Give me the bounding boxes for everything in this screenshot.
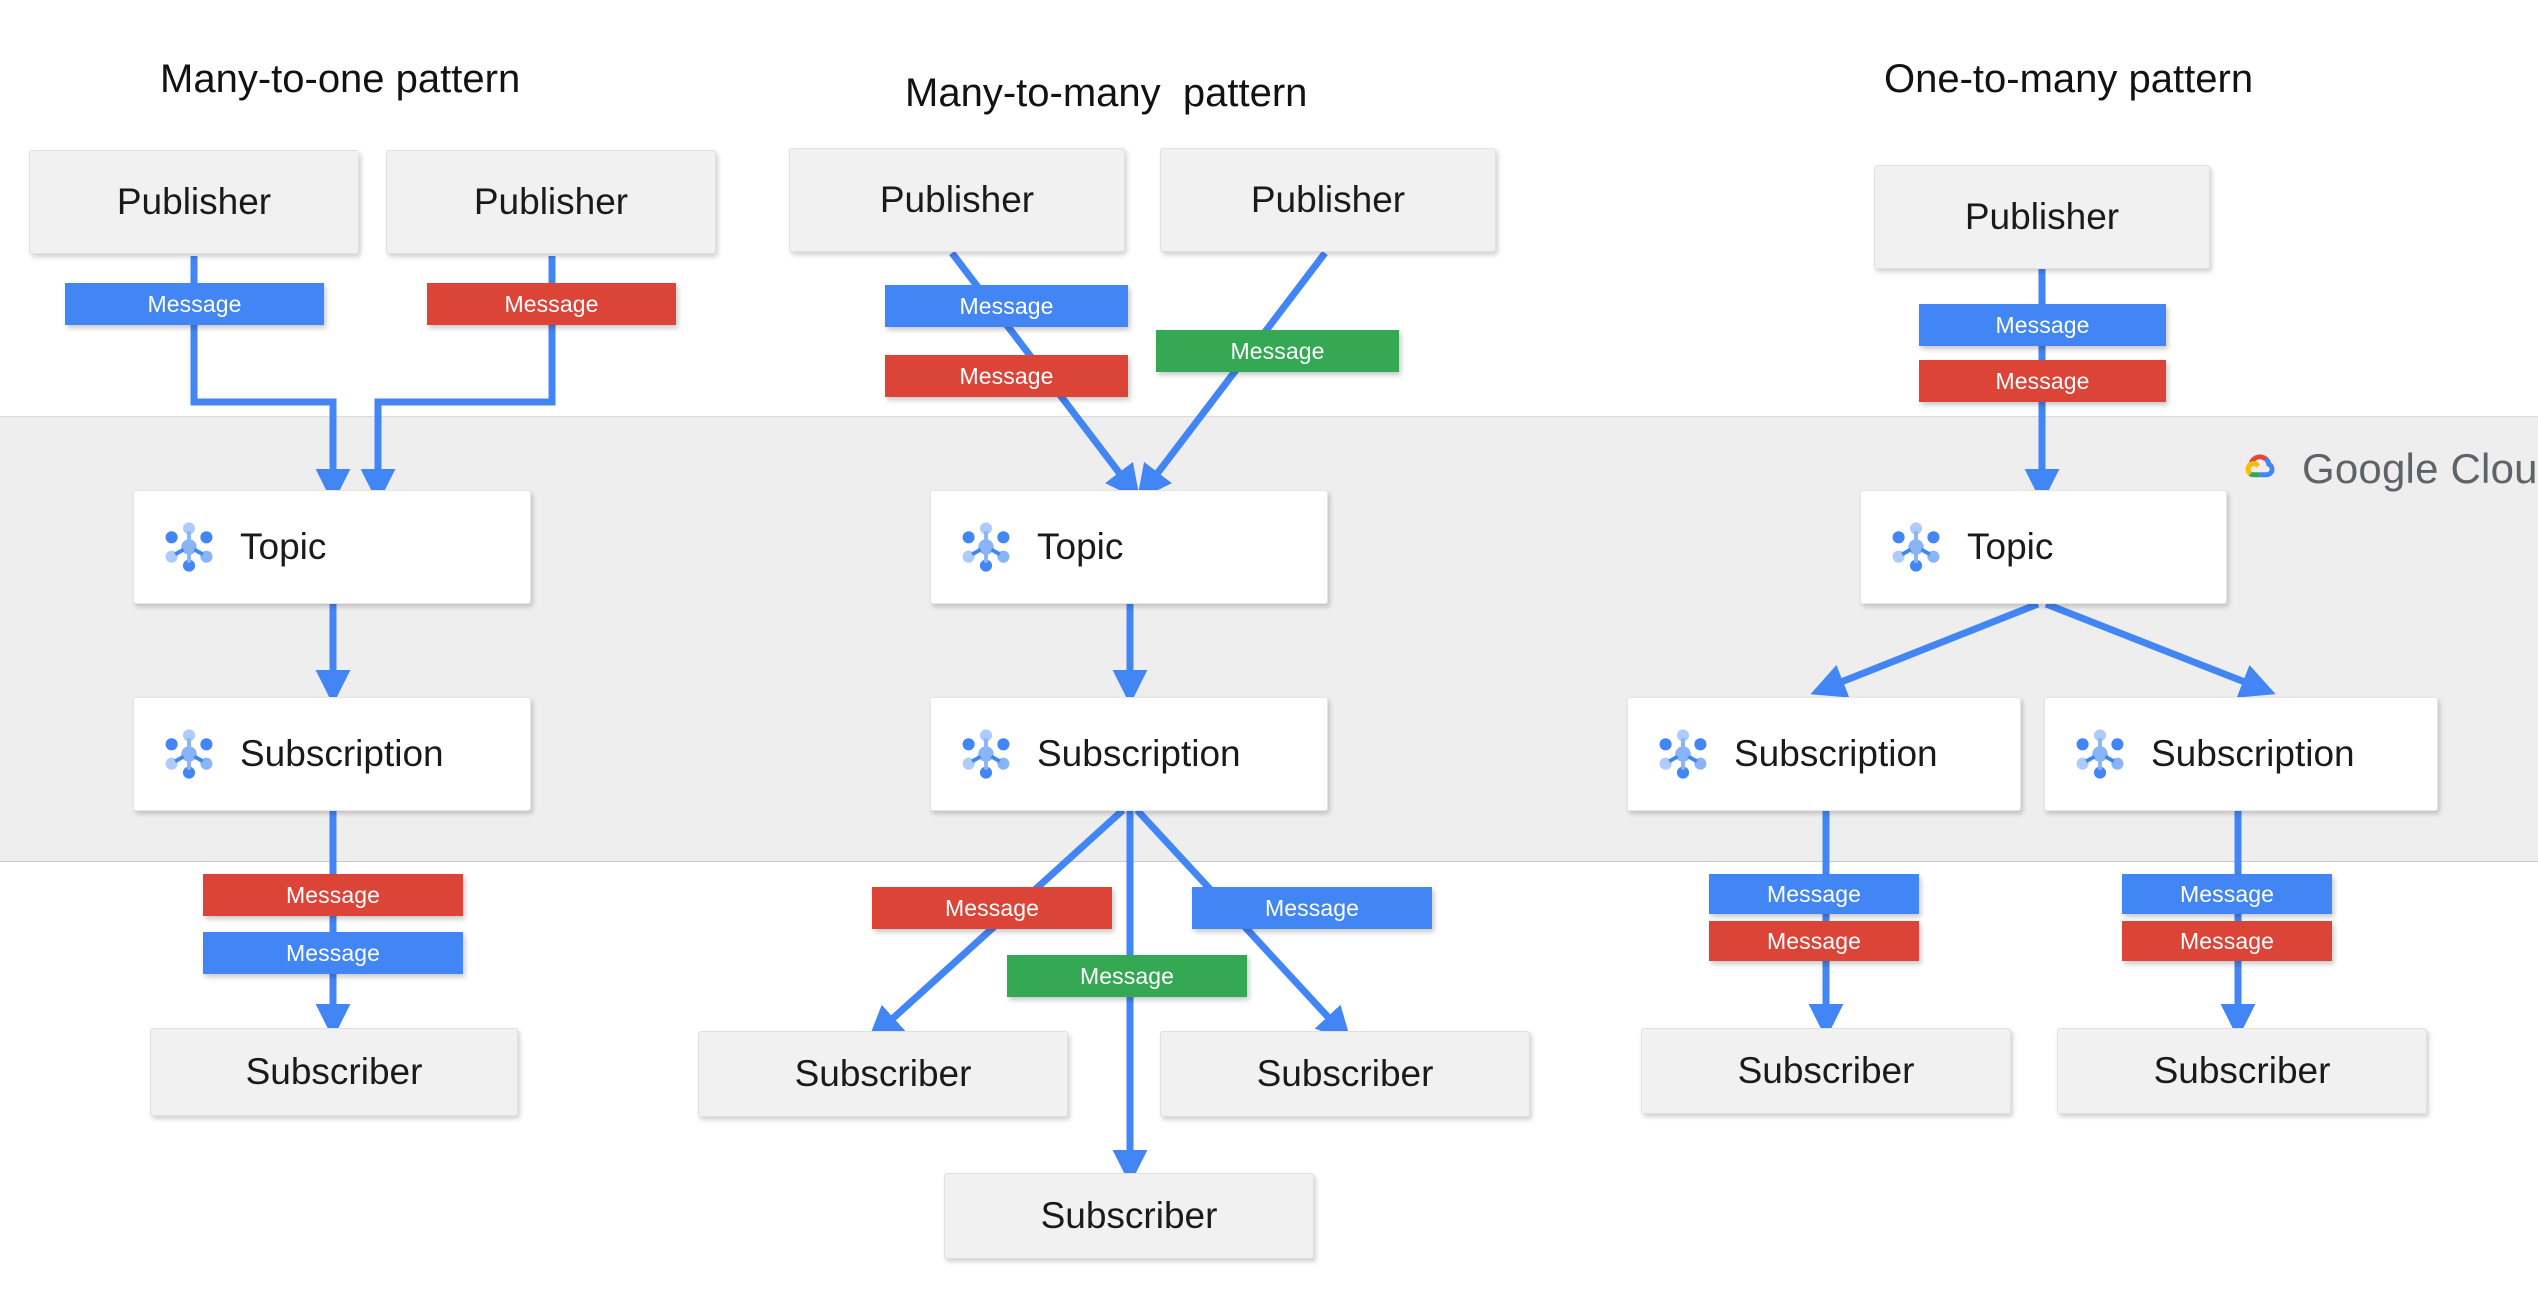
publisher-box[interactable]: Publisher: [789, 148, 1125, 252]
subscriber-label: Subscriber: [1737, 1050, 1915, 1091]
pubsub-topic-icon: [165, 522, 213, 572]
subscription-label: Subscription: [1734, 733, 1938, 774]
subscriber-box[interactable]: Subscriber: [1641, 1028, 2011, 1114]
message-chip[interactable]: Message: [885, 355, 1128, 397]
subscriber-label: Subscriber: [794, 1053, 972, 1094]
message-label: Message: [147, 290, 242, 317]
message-label: Message: [285, 939, 381, 966]
message-label: Message: [504, 290, 599, 317]
subscription-box[interactable]: Subscription: [930, 697, 1328, 811]
arrow-topic-to-subscription-right-c3: [2044, 600, 2276, 698]
pubsub-subscription-icon: [962, 729, 1010, 779]
message-chip[interactable]: Message: [885, 285, 1128, 327]
pubsub-topic-icon: [1892, 522, 1940, 572]
google-cloud-wordmark: Google Cloud: [2302, 445, 2538, 493]
message-label: Message: [2179, 880, 2275, 907]
brand-cloud: Cloud: [2450, 445, 2538, 492]
message-label: Message: [1264, 894, 1360, 921]
publisher-label: Publisher: [473, 181, 629, 222]
topic-box[interactable]: Topic: [133, 490, 531, 604]
google-cloud-logo: Google Cloud: [2232, 445, 2538, 493]
message-chip[interactable]: Message: [1709, 874, 1919, 914]
pubsub-subscription-icon: [2076, 729, 2124, 779]
message-chip[interactable]: Message: [1919, 304, 2166, 346]
subscriber-label: Subscriber: [1040, 1195, 1218, 1236]
topic-box[interactable]: Topic: [1860, 490, 2227, 604]
publisher-label: Publisher: [116, 181, 272, 222]
message-label: Message: [1230, 337, 1325, 364]
publisher-label: Publisher: [879, 179, 1035, 220]
message-label: Message: [1766, 880, 1862, 907]
message-chip[interactable]: Message: [2122, 874, 2332, 914]
arrow-topic-to-subscription-left-c3: [1810, 600, 2040, 698]
subscription-label: Subscription: [2151, 733, 2355, 774]
brand-google: Google: [2302, 445, 2439, 492]
message-chip[interactable]: Message: [1007, 955, 1247, 997]
message-label: Message: [959, 292, 1054, 319]
message-chip[interactable]: Message: [1156, 330, 1399, 372]
subscriber-box[interactable]: Subscriber: [150, 1028, 518, 1116]
pubsub-subscription-icon: [1659, 729, 1707, 779]
message-chip[interactable]: Message: [1192, 887, 1432, 929]
message-label: Message: [959, 362, 1054, 389]
publisher-box[interactable]: Publisher: [29, 150, 359, 254]
message-chip[interactable]: Message: [1919, 360, 2166, 402]
subscriber-box[interactable]: Subscriber: [2057, 1028, 2427, 1114]
subscription-label: Subscription: [240, 733, 444, 774]
message-chip[interactable]: Message: [1709, 921, 1919, 961]
subscriber-label: Subscriber: [2153, 1050, 2331, 1091]
message-label: Message: [2179, 927, 2275, 954]
subscriber-box[interactable]: Subscriber: [944, 1173, 1314, 1259]
publisher-box[interactable]: Publisher: [386, 150, 716, 254]
subscription-label: Subscription: [1037, 733, 1241, 774]
publisher-box[interactable]: Publisher: [1160, 148, 1496, 252]
subscriber-box[interactable]: Subscriber: [1160, 1031, 1530, 1117]
message-label: Message: [1079, 962, 1175, 989]
column-title-many-to-one: Many-to-one pattern: [160, 57, 521, 101]
column-title-many-to-many: Many-to-many pattern: [905, 71, 1308, 115]
publisher-box[interactable]: Publisher: [1874, 165, 2210, 269]
message-chip[interactable]: Message: [427, 283, 676, 325]
column-title-one-to-many: One-to-many pattern: [1884, 57, 2254, 101]
message-chip[interactable]: Message: [203, 932, 463, 974]
message-label: Message: [944, 894, 1040, 921]
subscription-box[interactable]: Subscription: [1627, 697, 2021, 811]
subscription-box[interactable]: Subscription: [2044, 697, 2438, 811]
message-chip[interactable]: Message: [2122, 921, 2332, 961]
pubsub-topic-icon: [962, 522, 1010, 572]
pubsub-subscription-icon: [165, 729, 213, 779]
google-cloud-mark: [2245, 454, 2275, 478]
subscription-box[interactable]: Subscription: [133, 697, 531, 811]
publisher-label: Publisher: [1250, 179, 1406, 220]
subscriber-box[interactable]: Subscriber: [698, 1031, 1068, 1117]
arrow-pub1-to-topic: [190, 256, 351, 504]
message-label: Message: [285, 881, 381, 908]
subscriber-label: Subscriber: [245, 1051, 423, 1092]
message-chip[interactable]: Message: [872, 887, 1112, 929]
message-label: Message: [1766, 927, 1862, 954]
publisher-label: Publisher: [1964, 196, 2120, 237]
message-chip[interactable]: Message: [65, 283, 324, 325]
message-label: Message: [1995, 367, 2090, 394]
subscriber-label: Subscriber: [1256, 1053, 1434, 1094]
topic-label: Topic: [1037, 526, 1124, 567]
message-label: Message: [1995, 311, 2090, 338]
topic-label: Topic: [1967, 526, 2054, 567]
message-chip[interactable]: Message: [203, 874, 463, 916]
topic-label: Topic: [240, 526, 327, 567]
arrow-pub2-to-topic: [360, 256, 556, 504]
topic-box[interactable]: Topic: [930, 490, 1328, 604]
